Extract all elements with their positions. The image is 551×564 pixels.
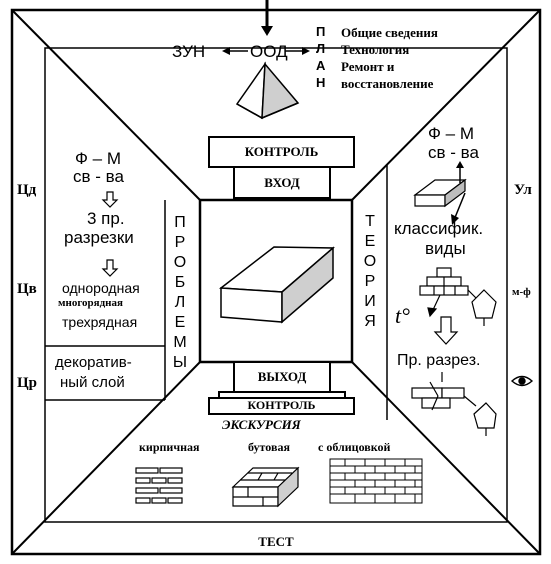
left-cuts-label-2: разрезки [64,228,134,247]
deco-layer-label-1: декоратив- [55,354,132,371]
right-props-label: св - ва [428,143,479,162]
side-label-ul: Ул [514,182,532,198]
inner-frame [44,47,508,523]
control-top-box [208,136,355,168]
left-down-arrows [101,191,119,277]
exit-label: ВЫХОД [257,369,307,384]
types-label: виды [425,239,466,258]
small-brick [413,178,467,208]
plan-letter-l: Л [316,41,326,56]
entrance-box [233,166,331,199]
left-cuts-label: 3 пр. [87,209,125,228]
wall-section-2 [411,372,497,436]
center-brick [218,246,335,324]
pyramid-figure [235,61,300,120]
row-type-threerow: трехрядная [62,314,138,330]
left-fm-label: Ф – М [75,149,121,168]
ood-label: ООД [250,42,288,61]
classif-label: классифик. [394,219,484,238]
plan-letter-n: Н [316,75,326,90]
zun-label: ЗУН [172,42,206,61]
plan-letter-p: П [316,24,326,39]
excursion-label: ЭКСКУРСИЯ [222,417,301,432]
outer-frame [10,8,542,556]
type-cladding-label: с облицовкой [318,440,391,454]
rubble-pattern [231,466,300,508]
brick-pattern [135,467,183,504]
plan-item-technology: Технология [341,42,410,57]
test-label: ТЕСТ [258,534,294,549]
type-brick-label: кирпичная [139,440,200,454]
row-type-multirow: многорядная [58,297,123,309]
plan-item-general: Общие сведения [341,25,438,40]
row-type-homogeneous: однородная [62,280,140,296]
side-label-cv: Цв [17,281,37,297]
diagonal-top-left [11,9,201,201]
cladding-pattern [329,458,423,504]
left-props-label: св - ва [73,167,124,186]
side-label-mf: м-ф [512,286,531,298]
entrance-label: ВХОД [264,175,300,190]
diagonal-bottom-left [11,361,201,555]
plan-item-repair: Ремонт и [341,59,395,74]
plan-letter-a: А [316,58,326,73]
type-rubble-label: бутовая [248,440,290,454]
wall-section-1 [419,267,497,326]
diagonal-bottom-right [351,361,541,555]
right-fm-label: Ф – М [428,124,474,143]
diagonal-top-right [351,9,541,201]
exit-box [233,361,331,393]
plan-item-restoration: восстановление [341,76,434,91]
control-bottom-label: КОНТРОЛЬ [247,398,316,412]
temperature-label: t° [395,303,410,328]
control-top-label: КОНТРОЛЬ [244,144,319,159]
side-label-cd: Цд [17,182,37,198]
down-arrow [433,316,459,345]
section-cut-label: Пр. разрез. [397,352,481,369]
side-label-cr: Цр [17,375,38,391]
eye-icon [510,375,534,387]
deco-layer-label-2: ный слой [60,374,125,391]
